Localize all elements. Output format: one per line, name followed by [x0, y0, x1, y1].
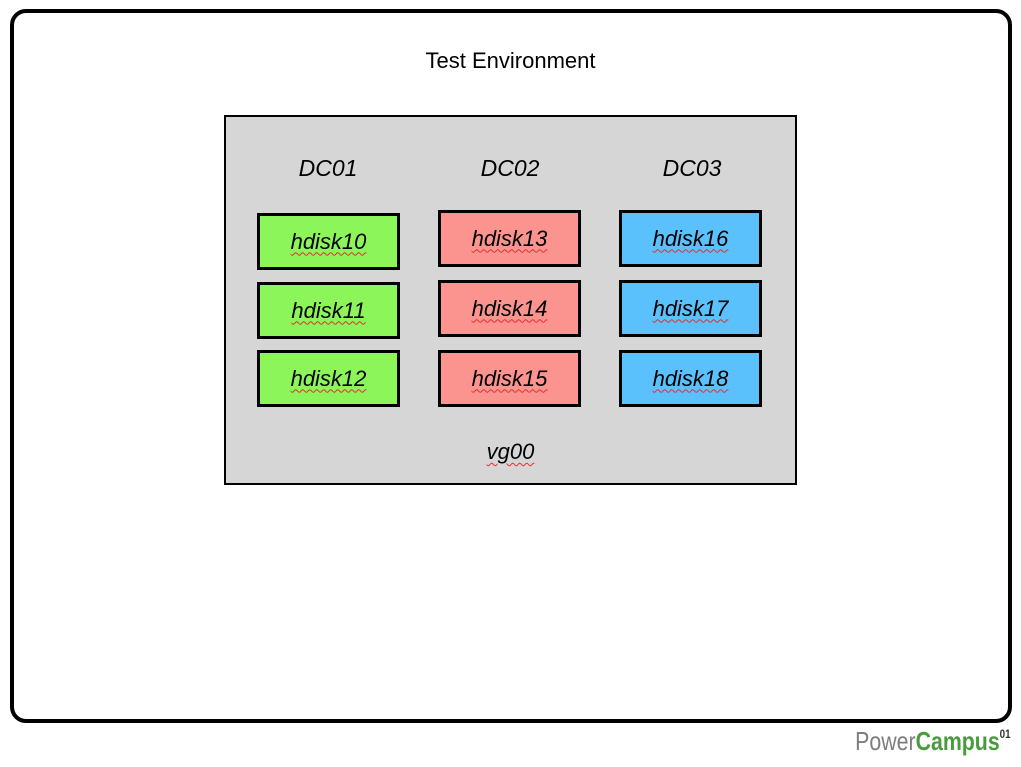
dc01-label: DC01 [298, 155, 358, 181]
diagram-title: Test Environment [425, 48, 596, 73]
disk-hdisk15: hdisk15 [438, 350, 581, 407]
disk-label: hdisk15 [471, 365, 548, 391]
logo-part-power: Power [855, 726, 916, 756]
disk-hdisk18: hdisk18 [619, 350, 762, 407]
volume-group-name: vg00 [486, 439, 535, 464]
disk-hdisk13: hdisk13 [438, 210, 581, 267]
disk-hdisk11: hdisk11 [257, 282, 400, 339]
disk-label: hdisk10 [290, 228, 367, 254]
dc02-label: DC02 [480, 155, 540, 181]
disk-label: hdisk18 [652, 365, 729, 391]
disk-hdisk17: hdisk17 [619, 280, 762, 337]
disk-hdisk16: hdisk16 [619, 210, 762, 267]
disk-label: hdisk14 [471, 295, 548, 321]
volume-group-box: DC01 DC02 DC03 hdisk10 hdisk11 hdisk12 h… [224, 115, 797, 485]
logo-superscript: 01 [1000, 727, 1011, 741]
dc03-label: DC03 [662, 155, 722, 181]
disk-label: hdisk12 [290, 365, 367, 391]
logo-part-campus: Campus [915, 726, 1001, 756]
volume-group-label: vg00 [226, 439, 795, 465]
disk-label: hdisk11 [291, 297, 366, 323]
disk-label: hdisk13 [471, 225, 548, 251]
disk-hdisk12: hdisk12 [257, 350, 400, 407]
disk-hdisk10: hdisk10 [257, 213, 400, 270]
powercampus-logo: PowerCampus01 [855, 726, 1011, 757]
disk-label: hdisk16 [652, 225, 729, 251]
disk-label: hdisk17 [652, 295, 729, 321]
disk-hdisk14: hdisk14 [438, 280, 581, 337]
